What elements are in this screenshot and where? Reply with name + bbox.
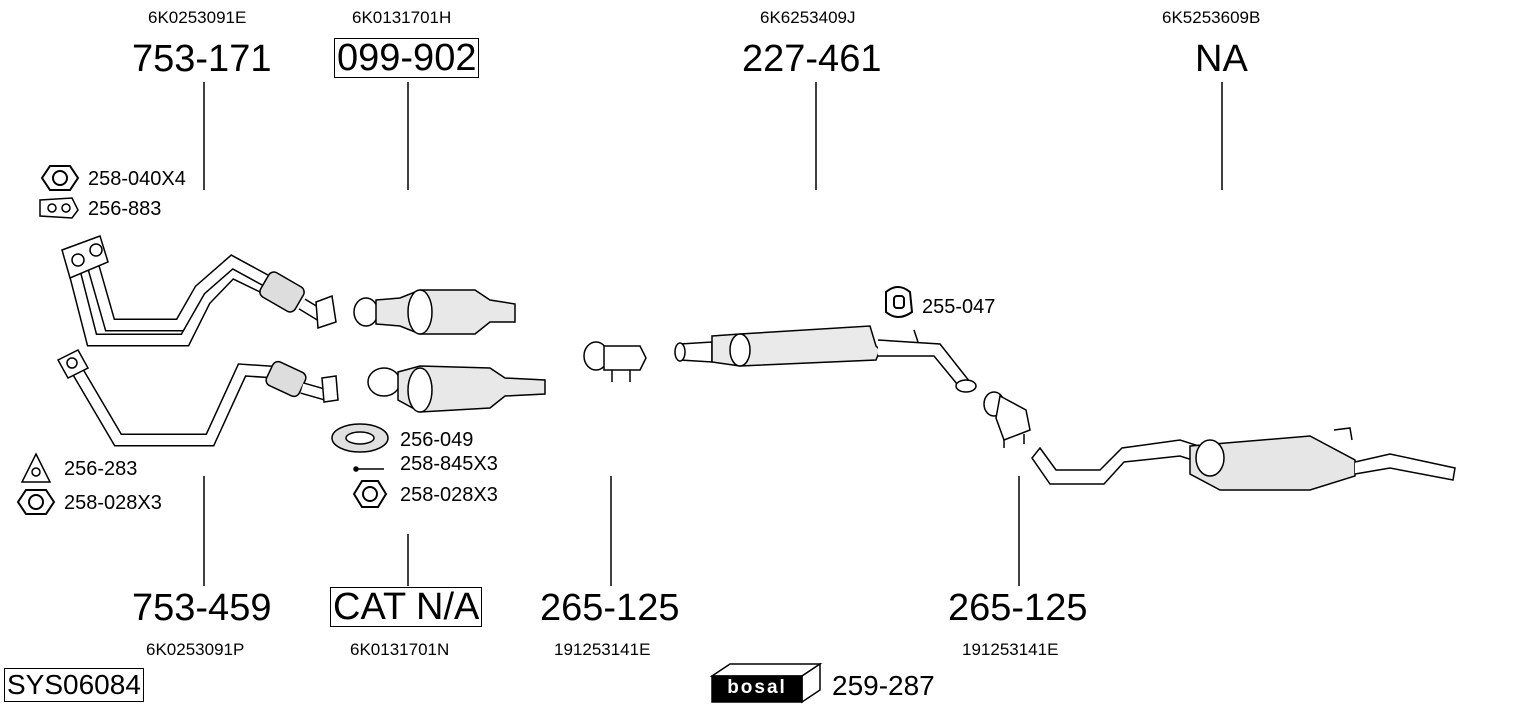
leader-lines	[203, 82, 1223, 586]
accessory-ring-gasket-label: 256-049	[400, 429, 474, 451]
ring-gasket-icon	[331, 423, 389, 453]
bolt-icon	[353, 466, 384, 472]
bosal-box	[709, 662, 823, 704]
accessory-gasket-top-label: 256-883	[88, 198, 162, 220]
oem-number-bottom-4: 191253141E	[962, 640, 1059, 659]
oem-number-bottom-1: 6K0253091P	[146, 640, 245, 659]
bosal-logo: bosal	[727, 677, 787, 698]
accessory-nut-left-label: 258-028X3	[64, 492, 162, 514]
part-number-top-3: 227-461	[742, 38, 882, 80]
middle-muffler	[674, 325, 977, 393]
oem-number-top-1: 6K0253091E	[148, 8, 247, 27]
catalytic-converter-top	[353, 289, 516, 335]
part-number-bottom-3: 265-125	[540, 587, 680, 629]
part-number-top-4: NA	[1195, 38, 1248, 80]
clamp-right	[983, 391, 1031, 448]
gasket-icon-left	[20, 452, 52, 483]
part-number-top-2: 099-902	[334, 38, 480, 78]
oem-number-top-2: 6K0131701H	[352, 8, 452, 27]
accessory-nut-top-label: 258-040X4	[88, 168, 186, 190]
oem-number-top-4: 6K5253609B	[1162, 8, 1261, 27]
catalytic-converter-bottom	[367, 365, 546, 413]
nut-icon-left	[16, 489, 56, 515]
oem-number-top-3: 6K6253409J	[760, 8, 856, 27]
part-number-bottom-1: 753-459	[132, 587, 272, 629]
front-pipe-top	[61, 235, 337, 347]
gasket-icon-top	[39, 197, 79, 219]
front-pipe-bottom	[56, 349, 339, 447]
hanger-icon	[885, 286, 914, 318]
clamp-left	[583, 341, 647, 382]
system-id: SYS06084	[4, 668, 144, 702]
brand-part-number: 259-287	[832, 670, 935, 701]
accessory-hanger-label: 255-047	[922, 296, 996, 318]
nut-icon-top	[40, 165, 80, 191]
oem-number-bottom-3: 191253141E	[554, 640, 651, 659]
oem-number-bottom-2: 6K0131701N	[350, 640, 450, 659]
part-number-bottom-2: CAT N/A	[330, 587, 483, 627]
nut-icon-mid	[352, 480, 388, 508]
part-number-top-1: 753-171	[132, 38, 272, 80]
accessory-nut-mid-label: 258-028X3	[400, 484, 498, 506]
accessory-bolt-label: 258-845X3	[400, 453, 498, 475]
part-number-bottom-4: 265-125	[948, 587, 1088, 629]
accessory-gasket-left-label: 256-283	[64, 458, 138, 480]
rear-muffler	[1031, 427, 1456, 491]
